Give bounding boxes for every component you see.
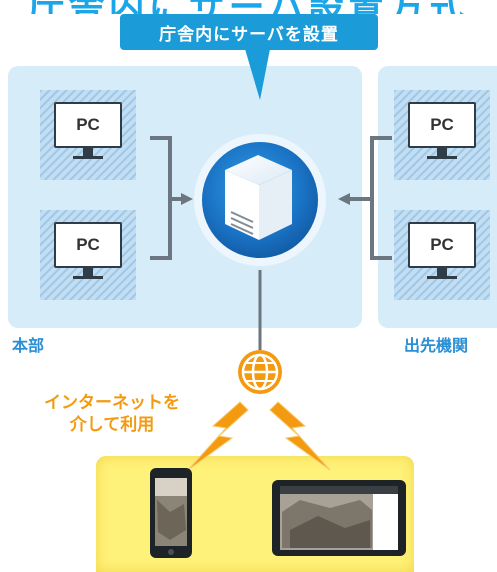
branch-arrow bbox=[338, 193, 350, 205]
branch-office-label: 出先機関 bbox=[404, 336, 469, 355]
pc-monitor-icon: PC bbox=[54, 222, 122, 279]
hq-pc-1: PC bbox=[40, 90, 136, 180]
pc-screen: PC bbox=[408, 102, 476, 148]
pc-screen: PC bbox=[54, 222, 122, 268]
hq-bracket bbox=[150, 136, 172, 260]
internet-label-line-2: 介して利用 bbox=[69, 415, 155, 435]
internet-label-line-1: インターネットを bbox=[44, 393, 180, 413]
branch-office-panel: PC PC bbox=[378, 66, 497, 328]
smartphone-icon bbox=[150, 468, 192, 558]
internet-usage-label: インターネットを 介して利用 bbox=[24, 392, 200, 436]
branch-pc-2: PC bbox=[394, 210, 490, 300]
pc-monitor-icon: PC bbox=[408, 222, 476, 279]
lightning-icon-right bbox=[269, 401, 331, 471]
pc-screen: PC bbox=[54, 102, 122, 148]
server-banner: 庁舎内にサーバを設置 bbox=[120, 14, 378, 50]
headquarters-label: 本部 bbox=[12, 336, 45, 355]
pc-monitor-icon: PC bbox=[408, 102, 476, 159]
pc-screen: PC bbox=[408, 222, 476, 268]
pc-monitor-icon: PC bbox=[54, 102, 122, 159]
branch-pc-1: PC bbox=[394, 90, 490, 180]
tablet-icon bbox=[272, 480, 406, 556]
hq-arrow bbox=[181, 193, 193, 205]
banner-pointer bbox=[245, 49, 270, 100]
server-icon bbox=[225, 155, 292, 240]
branch-bracket bbox=[370, 136, 392, 260]
lightning-icon-left bbox=[187, 401, 249, 471]
page-title: 庁舎内にサーバ設置方式 bbox=[0, 0, 497, 14]
title-clip: 庁舎内にサーバ設置方式 bbox=[0, 0, 497, 14]
globe-icon bbox=[238, 350, 282, 394]
hq-pc-2: PC bbox=[40, 210, 136, 300]
